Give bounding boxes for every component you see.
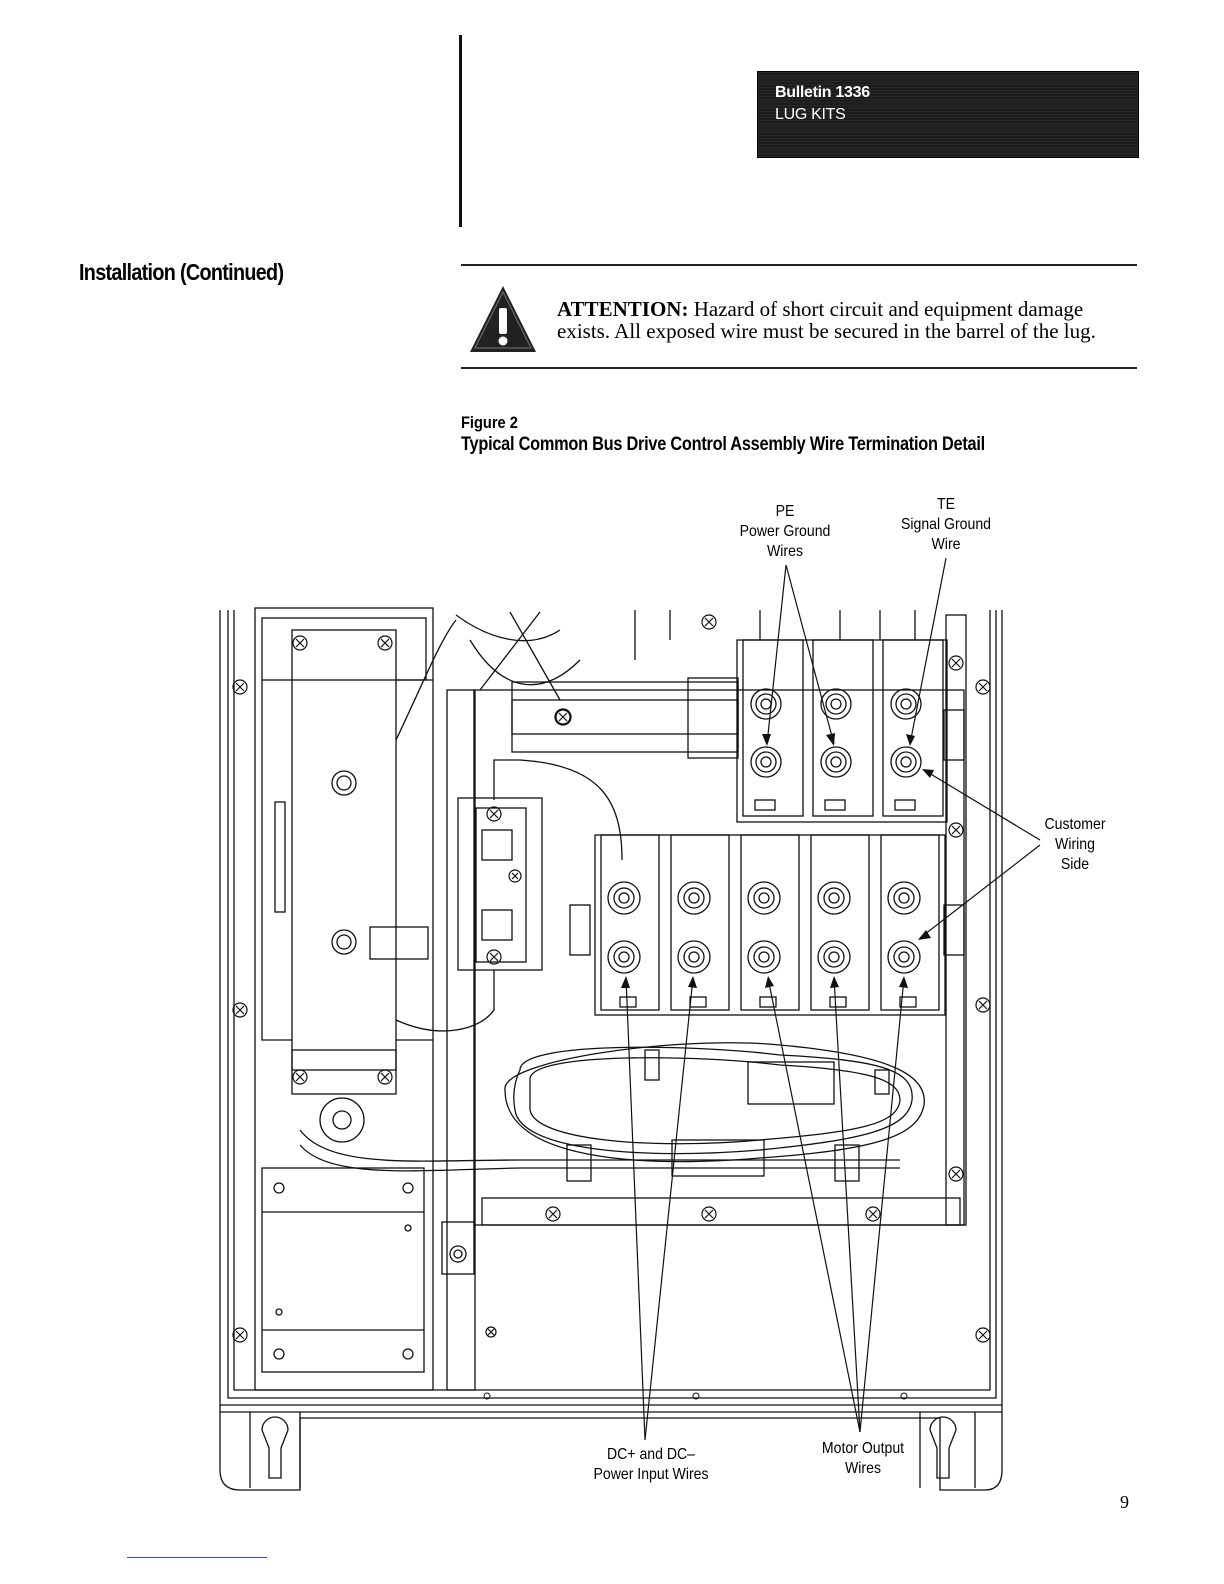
callout-dc-power-input: DC+ and DC– Power Input Wires: [593, 1446, 709, 1483]
warning-triangle-icon: [470, 286, 536, 352]
attention-message: Hazard of short circuit and equipment da…: [557, 297, 1096, 343]
section-title: Installation (Continued): [79, 259, 284, 285]
figure-title: Typical Common Bus Drive Control Assembl…: [461, 434, 985, 455]
callout-te-signal-ground: TE Signal Ground Wire: [900, 496, 992, 553]
page-number: 9: [1120, 1492, 1129, 1512]
bottom-link-underline[interactable]: [127, 1557, 267, 1558]
attention-bottom-rule: [461, 367, 1137, 369]
header-vertical-rule: [459, 35, 462, 227]
attention-label: ATTENTION:: [557, 297, 689, 321]
figure-number: Figure 2: [461, 413, 518, 432]
attention-top-rule: [461, 264, 1137, 266]
bulletin-product: LUG KITS: [775, 106, 846, 123]
callout-customer-wiring-side: Customer Wiring Side: [1044, 816, 1106, 873]
attention-text: ATTENTION: Hazard of short circuit and e…: [557, 298, 1137, 342]
callout-pe-power-ground: PE Power Ground Wires: [739, 503, 831, 560]
callout-motor-output: Motor Output Wires: [821, 1440, 905, 1477]
bulletin-badge: Bulletin 1336 LUG KITS: [757, 71, 1139, 158]
bulletin-number: Bulletin 1336: [775, 84, 870, 101]
